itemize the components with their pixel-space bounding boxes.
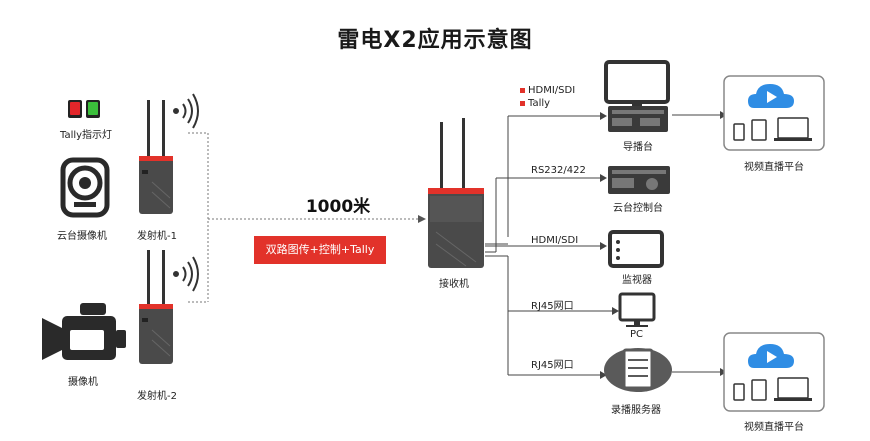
wireless-signal-icon — [173, 256, 199, 292]
transmitter-1-icon — [139, 100, 173, 214]
monitor-label: 监视器 — [622, 275, 652, 286]
link-distance: 1000米 — [305, 197, 371, 217]
rj45-pc-label: RJ45网口 — [531, 301, 574, 312]
pc-icon — [618, 292, 656, 327]
receiver-icon — [428, 118, 484, 268]
legend-marker — [520, 100, 525, 106]
output-wiring — [485, 114, 720, 376]
ptz-camera-label: 云台摄像机 — [57, 231, 107, 242]
pc-label: PC — [630, 329, 644, 340]
camcorder-icon — [42, 303, 126, 360]
tally-light-icon — [68, 100, 100, 118]
rs232-label: RS232/422 — [531, 165, 586, 176]
platform-top-label: 视频直播平台 — [744, 162, 804, 173]
wireless-links — [188, 132, 418, 303]
switcher-label: 导播台 — [623, 142, 653, 153]
legend-marker — [520, 87, 525, 93]
recording-server-label: 录播服务器 — [611, 405, 661, 416]
transmitter-2-label: 发射机-2 — [137, 391, 177, 402]
tally-label: Tally指示灯 — [60, 130, 113, 141]
ptz-controller-icon — [608, 166, 670, 194]
switcher-icon — [604, 60, 670, 132]
hdmi-sdi-legend: HDMI/SDI — [520, 85, 575, 96]
link-arrow — [418, 215, 426, 223]
link-feature-badge: 双路图传+控制+Tally — [254, 236, 386, 264]
monitor-icon — [608, 230, 664, 268]
tally-legend: Tally — [520, 98, 550, 109]
ptz-camera-icon — [60, 157, 110, 218]
hdmi-label: HDMI/SDI — [531, 235, 579, 246]
page-title: 雷电X2应用示意图 — [337, 28, 533, 53]
transmitter-2-icon — [139, 250, 173, 364]
transmitter-1-label: 发射机-1 — [137, 231, 177, 242]
camcorder-label: 摄像机 — [68, 377, 98, 388]
wireless-signal-icon — [173, 93, 199, 129]
platform-box-bottom — [723, 332, 825, 412]
platform-box-top — [723, 75, 825, 151]
receiver-label: 接收机 — [439, 279, 469, 290]
recording-server-icon — [604, 348, 672, 392]
ptz-controller-label: 云台控制台 — [613, 203, 663, 214]
rj45-server-label: RJ45网口 — [531, 360, 574, 371]
platform-bottom-label: 视频直播平台 — [744, 422, 804, 433]
